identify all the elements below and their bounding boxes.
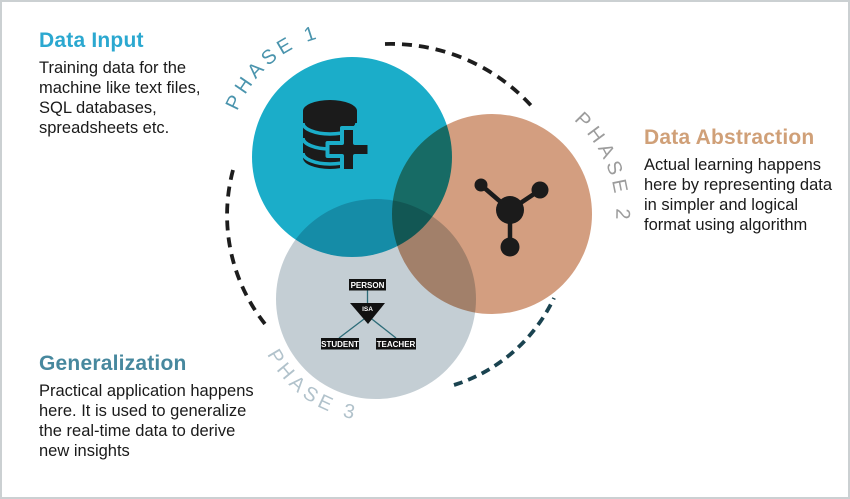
data-abstraction-body: Actual learning happens here by represen…: [644, 156, 833, 235]
hierarchy-lines: [338, 290, 397, 339]
database-add-icon: [301, 100, 372, 173]
hierarchy-child-student-label: STUDENT: [321, 340, 359, 349]
isa-label: ISA: [362, 306, 373, 313]
dashed-arc-top: [384, 42, 537, 112]
generalization-title: Generalization: [39, 352, 187, 375]
hierarchy-child-teacher-box: [376, 338, 416, 350]
section-data-abstraction: Data Abstraction Actual learning happens…: [644, 126, 848, 236]
section-generalization: Generalization Practical application hap…: [39, 352, 289, 462]
isa-triangle: [350, 303, 385, 324]
hierarchy-diagram: PERSON ISA STUDENT TEACHER: [321, 279, 416, 350]
hierarchy-root-label: PERSON: [351, 281, 385, 290]
plus-icon: [325, 126, 372, 173]
data-input-title: Data Input: [39, 29, 144, 52]
phase3-circle: [276, 199, 476, 399]
dashed-arc-bottom-right: [453, 297, 556, 387]
molecule-node-bottom: [500, 237, 520, 257]
hierarchy-root-box: [349, 279, 386, 291]
molecule-node-medium: [531, 181, 549, 199]
generalization-body: Practical application happens here. It i…: [39, 382, 254, 461]
dashed-arc-left: [225, 169, 267, 326]
hierarchy-child-teacher-label: TEACHER: [377, 340, 416, 349]
molecule-icon: [474, 178, 549, 257]
section-data-input: Data Input Training data for the machine…: [39, 29, 269, 139]
molecule-center-node: [496, 196, 524, 224]
hierarchy-child-student-box: [321, 338, 359, 350]
molecule-node-small: [474, 178, 488, 192]
data-input-body: Training data for the machine like text …: [39, 59, 201, 138]
data-abstraction-title: Data Abstraction: [644, 126, 815, 149]
